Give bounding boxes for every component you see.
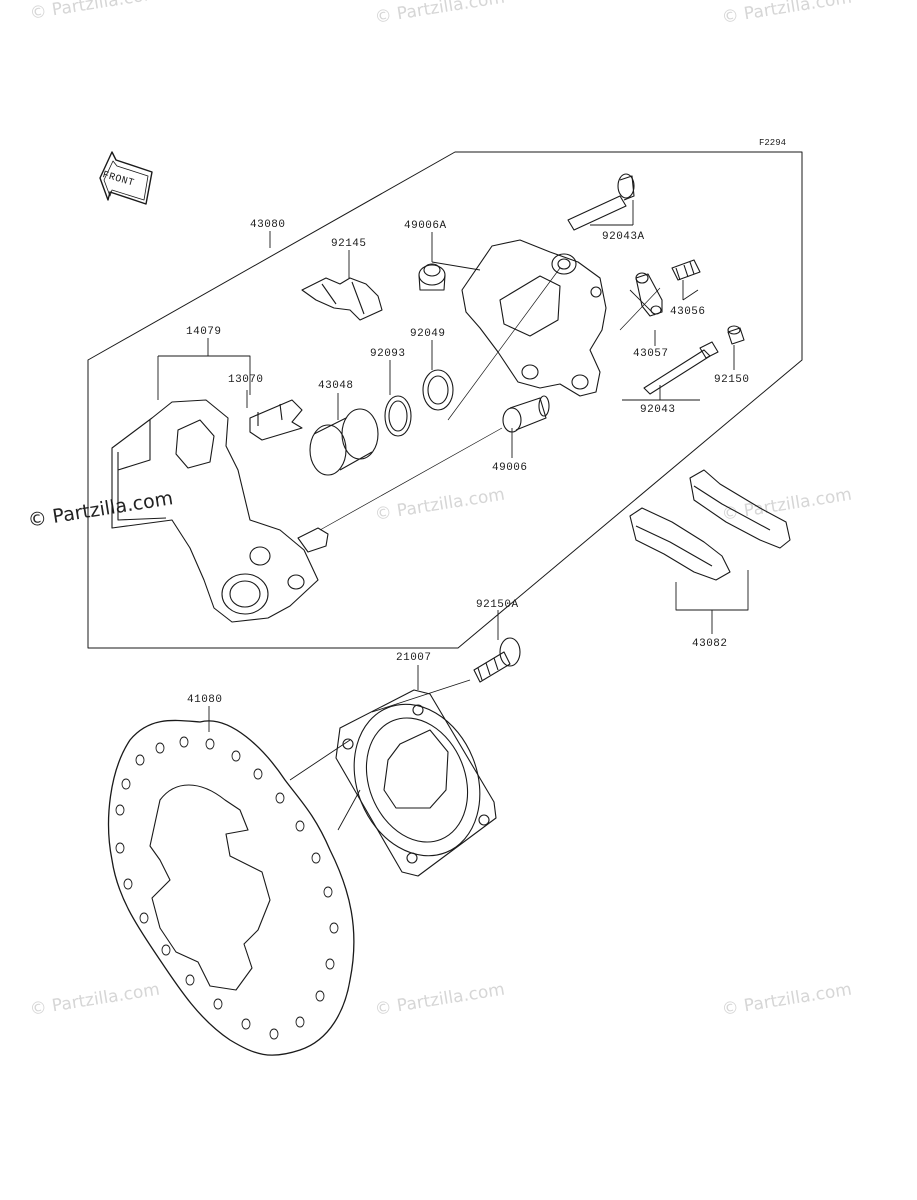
sensor-rotor <box>335 689 497 877</box>
part-number-seal-outer[interactable]: 92093 <box>370 348 406 360</box>
cap <box>727 325 745 345</box>
caliper-bracket <box>111 399 329 623</box>
boot-a <box>418 263 446 291</box>
brake-pad-outer <box>689 469 791 549</box>
part-number-cap[interactable]: 92150 <box>714 374 750 386</box>
part-number-disc-bolt[interactable]: 92150A <box>476 599 519 611</box>
part-number-pin[interactable]: 92043 <box>640 404 676 416</box>
brake-disc <box>107 719 355 1056</box>
pin <box>643 341 719 395</box>
front-arrow-icon <box>99 151 153 205</box>
pad-spring <box>301 277 383 321</box>
part-number-clip[interactable]: 13070 <box>228 374 264 386</box>
part-number-caliper-assy[interactable]: 43080 <box>250 219 286 231</box>
bleed-plate <box>635 272 663 317</box>
brake-pad-inner <box>629 507 731 581</box>
part-number-piston[interactable]: 43048 <box>318 380 354 392</box>
part-number-sensor-rotor[interactable]: 21007 <box>396 652 432 664</box>
part-number-pad-spring[interactable]: 92145 <box>331 238 367 250</box>
piston <box>309 408 379 476</box>
piston-seal <box>384 395 412 437</box>
boot <box>502 395 550 433</box>
part-number-bleed-valve-bolt[interactable]: 92043A <box>602 231 645 243</box>
part-number-boot[interactable]: 49006 <box>492 462 528 474</box>
part-number-holder[interactable]: 14079 <box>186 326 222 338</box>
disc-bolt <box>473 637 521 683</box>
part-number-pad-set[interactable]: 43082 <box>692 638 728 650</box>
part-number-dust-seal-a[interactable]: 49006A <box>404 220 447 232</box>
part-number-seal-inner[interactable]: 92049 <box>410 328 446 340</box>
caliper-body <box>461 239 607 397</box>
assembly-outline <box>87 151 803 649</box>
part-number-bleeder[interactable]: 43056 <box>670 306 706 318</box>
figure-code: F2294 <box>759 138 787 148</box>
dust-seal <box>422 369 454 411</box>
part-number-bleed-plate[interactable]: 43057 <box>633 348 669 360</box>
clip <box>249 399 303 441</box>
part-number-disc[interactable]: 41080 <box>187 694 223 706</box>
bolt-92043a <box>567 173 635 231</box>
bleeder <box>671 259 701 281</box>
